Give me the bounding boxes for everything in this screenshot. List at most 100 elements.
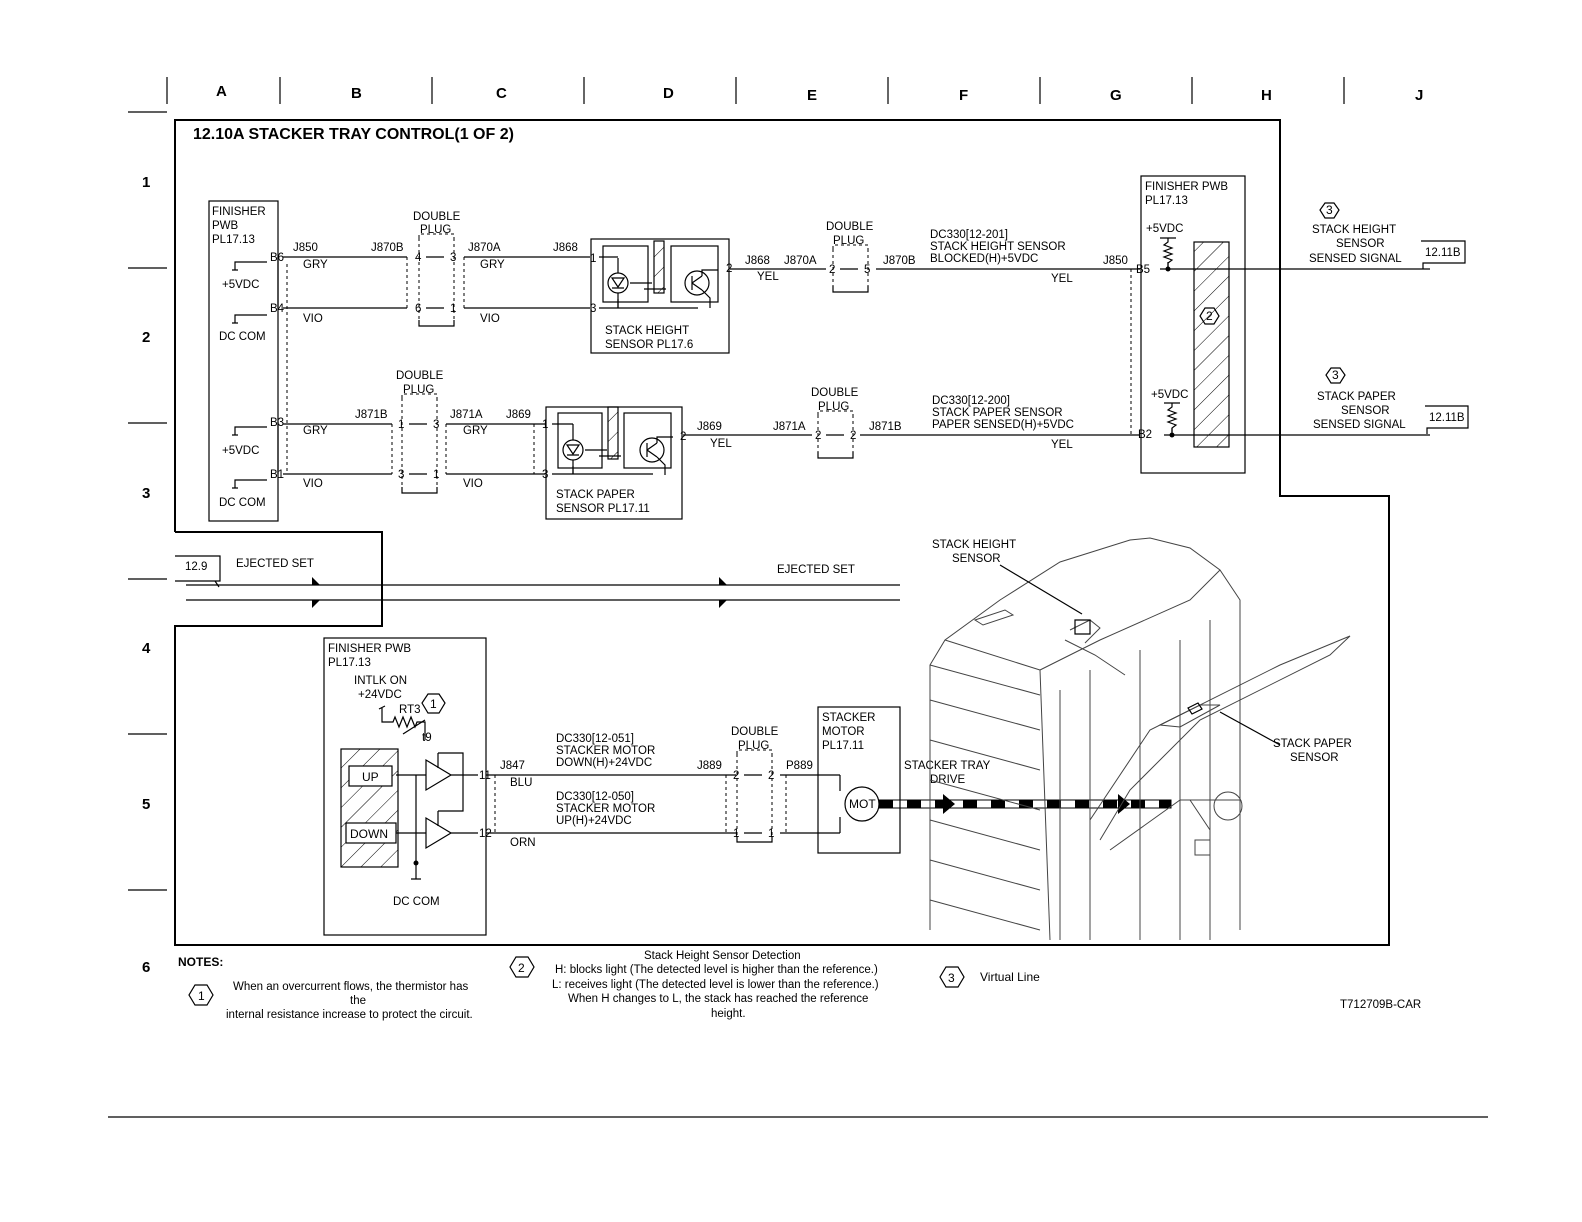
plug-1-double: DOUBLE xyxy=(413,211,461,223)
pin-12: 12 xyxy=(479,828,492,840)
pwb-tr-line2: PL17.13 xyxy=(1145,195,1188,207)
pwb-bottom-box xyxy=(323,637,487,936)
dc-up-l2: STACKER MOTOR xyxy=(556,803,655,815)
grid-col-j: J xyxy=(1415,87,1423,104)
illus-height-2: SENSOR xyxy=(952,553,1001,565)
note-3-num: 3 xyxy=(948,971,955,985)
grid-col-b: B xyxy=(351,85,362,102)
pin-b2: B2 xyxy=(1138,429,1152,441)
drive-2: DRIVE xyxy=(930,774,965,786)
pwb-tl-gnd2: DC COM xyxy=(219,497,266,509)
illus-paper-1: STACK PAPER xyxy=(1273,738,1352,750)
pin-b3: B3 xyxy=(270,417,284,429)
dc-paper-l2: STACK PAPER SENSOR xyxy=(932,407,1063,419)
note-1-l3: internal resistance increase to protect … xyxy=(226,1009,473,1021)
sp-name2: SENSOR PL17.11 xyxy=(556,503,650,515)
note-1-l1: When an overcurrent flows, the thermisto… xyxy=(233,981,468,993)
plug-4-double: DOUBLE xyxy=(811,387,859,399)
drawing-id: T712709B-CAR xyxy=(1340,999,1421,1011)
wire-vio-2: VIO xyxy=(480,313,500,325)
signal-height-ref: 12.11B xyxy=(1425,247,1461,259)
grid-col-h: H xyxy=(1261,87,1272,104)
signal-paper-ref: 12.11B xyxy=(1429,412,1465,424)
conn-j871a-right: J871A xyxy=(773,421,806,433)
conn-j870b-right: J870B xyxy=(883,255,916,267)
ejected-label-right: EJECTED SET xyxy=(777,564,855,576)
grid-col-c: C xyxy=(496,85,507,102)
wire-vio-3: VIO xyxy=(303,478,323,490)
phototransistor-icon-2 xyxy=(639,437,665,463)
note-2-marker-num: 2 xyxy=(1206,309,1213,323)
conn-j850-left: J850 xyxy=(293,242,318,254)
virtual-line-hatch xyxy=(1193,241,1230,448)
pin-b1: B1 xyxy=(270,469,284,481)
plug-5-p2b: 2 xyxy=(768,770,774,782)
conn-j868-left: J868 xyxy=(553,242,578,254)
plug-2-p2: 2 xyxy=(829,264,835,276)
wire-yel-2: YEL xyxy=(1051,273,1073,285)
pin-b4: B4 xyxy=(270,303,285,315)
pwb-b-line2: PL17.13 xyxy=(328,657,371,669)
grid-row-4: 4 xyxy=(142,640,151,657)
wire-yel-4: YEL xyxy=(1051,439,1073,451)
plug-1-p4: 4 xyxy=(415,252,422,264)
down-label: DOWN xyxy=(350,827,388,841)
led-icon-2 xyxy=(562,439,584,461)
conn-p889: P889 xyxy=(786,760,813,772)
note-2-marker xyxy=(1199,307,1220,325)
wire-gry-1: GRY xyxy=(303,259,328,271)
pwb-tl-vdc2: +5VDC xyxy=(222,445,259,457)
ejected-label-left: EJECTED SET xyxy=(236,558,314,570)
diagram-border-top xyxy=(174,119,1390,946)
plug-5-p1b: 1 xyxy=(768,828,774,840)
sh-pin1: 1 xyxy=(590,253,596,265)
led-icon xyxy=(607,272,629,294)
dc-up-l3: UP(H)+24VDC xyxy=(556,815,632,827)
sh-pin2: 2 xyxy=(726,263,732,275)
grid-col-g: G xyxy=(1110,87,1122,104)
sh-name1: STACK HEIGHT xyxy=(605,325,689,337)
ejected-ref: 12.9 xyxy=(185,561,207,573)
dc-up-l1: DC330[12-050] xyxy=(556,791,634,803)
note-1-marker xyxy=(421,693,446,714)
plug-1-p3: 3 xyxy=(450,252,456,264)
signal-paper-3: SENSED SIGNAL xyxy=(1313,419,1406,431)
conn-j869-right: J869 xyxy=(697,421,722,433)
signal-height-v: 3 xyxy=(1326,203,1333,217)
up-label: UP xyxy=(362,770,379,784)
pin-b6: B6 xyxy=(270,252,284,264)
note-2-num: 2 xyxy=(518,961,525,975)
sp-pin3: 3 xyxy=(542,469,548,481)
plug-5-double: DOUBLE xyxy=(731,726,779,738)
conn-j870a-right: J870A xyxy=(784,255,817,267)
note-2-l4: When H changes to L, the stack has reach… xyxy=(568,993,868,1005)
plug-5-p1a: 1 xyxy=(733,828,739,840)
plug-3-plug: PLUG xyxy=(403,384,434,396)
pwb-b-t9: t9 xyxy=(422,732,432,744)
pwb-b-intlk2: +24VDC xyxy=(358,689,402,701)
note-1-l2: the xyxy=(350,995,366,1007)
conn-j869-left: J869 xyxy=(506,409,531,421)
conn-j889: J889 xyxy=(697,760,722,772)
wire-orn: ORN xyxy=(510,837,536,849)
pwb-b-gnd: DC COM xyxy=(393,896,440,908)
conn-j871b: J871B xyxy=(355,409,388,421)
signal-height-3: SENSED SIGNAL xyxy=(1309,253,1402,265)
grid-row-6: 6 xyxy=(142,959,150,976)
page-title: 12.10A STACKER TRAY CONTROL(1 OF 2) xyxy=(193,126,514,143)
dc-down-l3: DOWN(H)+24VDC xyxy=(556,757,652,769)
grid-row-labels: 1 2 3 4 5 6 xyxy=(142,174,151,976)
dc-down-l1: DC330[12-051] xyxy=(556,733,634,745)
plug-1-plug: PLUG xyxy=(420,224,451,236)
plug-4-p2a: 2 xyxy=(815,430,821,442)
wire-blu: BLU xyxy=(510,777,532,789)
signal-paper-v: 3 xyxy=(1332,368,1339,382)
note-1-num: 1 xyxy=(198,989,205,1003)
motor-l3: PL17.11 xyxy=(822,740,864,752)
drive-shaft-segments xyxy=(879,800,1171,808)
wire-vio-4: VIO xyxy=(463,478,483,490)
wire-yel-1: YEL xyxy=(757,271,779,283)
grid-row-3: 3 xyxy=(142,485,150,502)
plug-5-p2a: 2 xyxy=(733,770,739,782)
